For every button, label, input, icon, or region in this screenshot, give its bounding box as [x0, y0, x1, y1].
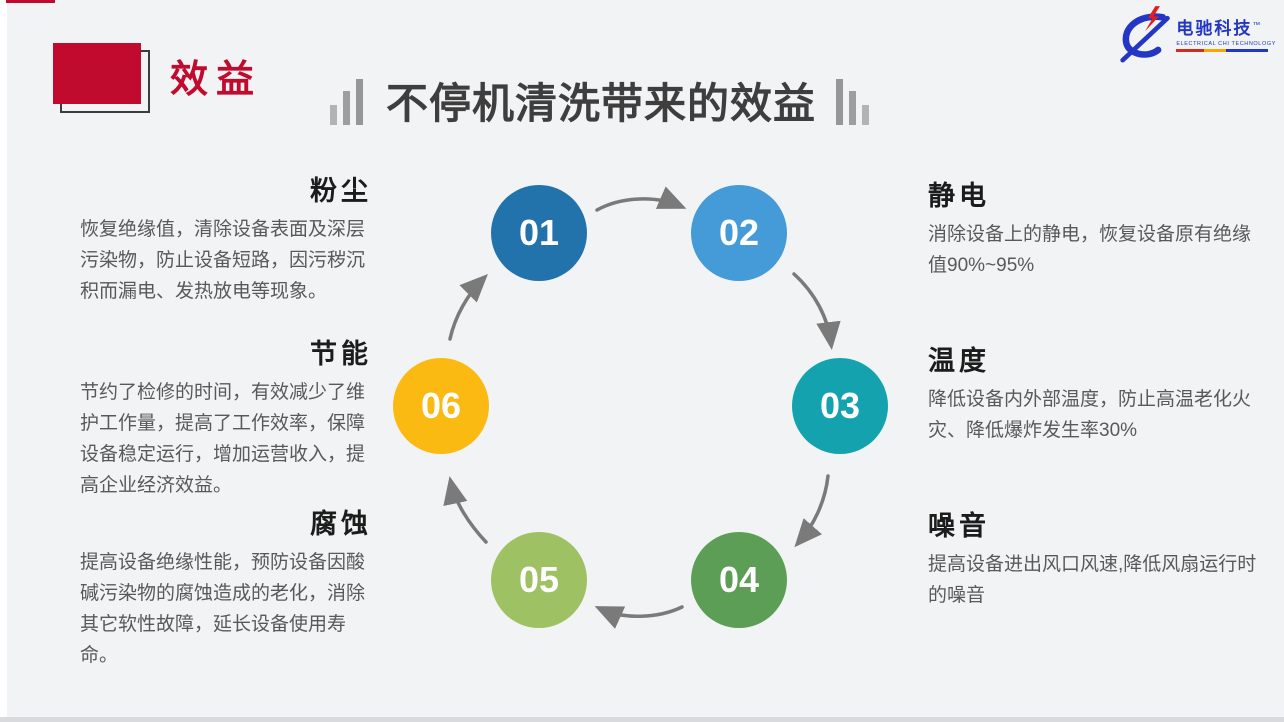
- benefit-title: 粉尘: [310, 176, 372, 206]
- benefit-title: 温度: [928, 346, 990, 376]
- benefit-body: 节约了检修的时间，有效减少了维护工作量，提高了工作效率，保障设备稳定运行，增加运…: [80, 381, 366, 496]
- logo-text: 电驰科技™ ELECTRICAL CHI TECHNOLOGY: [1176, 19, 1276, 52]
- benefit-block-dust: 粉尘 恢复绝缘值，清除设备表面及深层污染物，防止设备短路，因污秽沉积而漏电、发热…: [80, 175, 372, 308]
- benefit-title: 节能: [310, 339, 372, 369]
- page-title: 不停机清洗带来的效益: [386, 80, 817, 127]
- main-title-row: 不停机清洗带来的效益: [330, 70, 870, 131]
- arrow-06-01: [448, 274, 488, 341]
- logo-bar-blue: [1226, 49, 1269, 52]
- bars-descending-icon: [836, 78, 870, 125]
- lightning-icon: [1145, 6, 1161, 32]
- logo-brand-name: 电驰科技™: [1176, 19, 1261, 39]
- arrow-01-02: [595, 186, 687, 212]
- benefit-body: 提高设备进出风口风速,降低风扇运行时的噪音: [928, 553, 1257, 606]
- logo-color-bar: [1176, 49, 1269, 52]
- step-circle-03: 03: [792, 358, 888, 454]
- benefit-block-corrosion: 腐蚀 提高设备绝缘性能，预防设备因酸碱污染物的腐蚀造成的老化，消除其它软性故障，…: [80, 508, 372, 672]
- benefit-body: 降低设备内外部温度，防止高温老化火灾、降低爆炸发生率30%: [928, 388, 1252, 441]
- logo-brand-label: 电驰科技: [1176, 19, 1253, 38]
- benefit-body: 消除设备上的静电，恢复设备原有绝缘值90%~95%: [928, 223, 1252, 276]
- benefit-block-noise: 噪音 提高设备进出风口风速,降低风扇运行时的噪音: [928, 510, 1264, 612]
- section-title: 效益: [170, 59, 263, 101]
- arrow-02-03: [792, 272, 841, 350]
- step-circle-05: 05: [491, 532, 587, 628]
- top-accent-line: [6, 0, 55, 3]
- logo-d-swoosh-icon: [1120, 6, 1171, 63]
- logo-bar-gold: [1203, 49, 1226, 52]
- step-circle-02: 02: [691, 185, 787, 281]
- step-circle-01: 01: [491, 185, 587, 281]
- bars-ascending-icon: [330, 78, 363, 125]
- benefit-block-static: 静电 消除设备上的静电，恢复设备原有绝缘值90%~95%: [928, 180, 1264, 282]
- brand-logo: 电驰科技™ ELECTRICAL CHI TECHNOLOGY: [1118, 6, 1276, 64]
- benefit-body: 提高设备绝缘性能，预防设备因酸碱污染物的腐蚀造成的老化，消除其它软性故障，延长设…: [80, 551, 366, 666]
- logo-tm-mark: ™: [1252, 20, 1261, 30]
- cycle-arrows: [443, 186, 841, 629]
- benefit-title: 静电: [928, 181, 990, 211]
- badge-red-square: [53, 43, 141, 104]
- benefit-title: 腐蚀: [310, 509, 372, 539]
- logo-subtitle: ELECTRICAL CHI TECHNOLOGY: [1176, 41, 1276, 47]
- benefit-block-energy: 节能 节约了检修的时间，有效减少了维护工作量，提高了工作效率，保障设备稳定运行，…: [80, 338, 372, 502]
- benefit-block-temperature: 温度 降低设备内外部温度，防止高温老化火灾、降低爆炸发生率30%: [928, 345, 1264, 447]
- arrow-03-04: [794, 474, 830, 548]
- arrow-04-05: [594, 605, 684, 629]
- slide-left-edge: [0, 0, 7, 722]
- cycle-diagram: 01 02 03 04 05 06: [385, 158, 900, 663]
- step-circle-04: 04: [691, 532, 787, 628]
- arrow-05-06: [443, 476, 488, 544]
- logo-bar-red: [1176, 49, 1204, 52]
- slide-bottom-edge: [0, 717, 1284, 722]
- benefit-body: 恢复绝缘值，清除设备表面及深层污染物，防止设备短路，因污秽沉积而漏电、发热放电等…: [80, 218, 366, 302]
- benefit-title: 噪音: [928, 511, 990, 541]
- step-circle-06: 06: [393, 358, 489, 454]
